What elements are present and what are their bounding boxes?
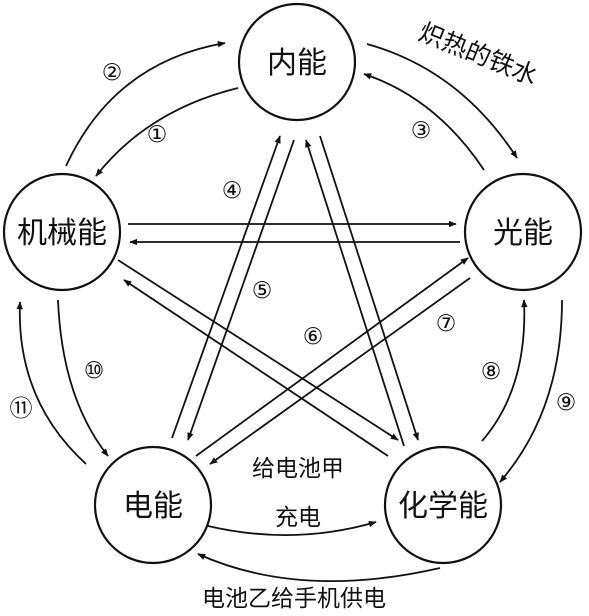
arrow-chemical-to-electric xyxy=(197,553,441,582)
caption-battery-supplies-phone: 电池乙给手机供电 xyxy=(202,586,386,612)
marker-3: ③ xyxy=(411,118,432,144)
marker-10: ⑩ xyxy=(84,358,105,384)
marker-11: ⑪ xyxy=(10,396,33,422)
arrow-light-to-chemical xyxy=(499,299,563,483)
arrow-electric-to-chemical xyxy=(207,520,377,536)
caption-hot-molten-iron: 炽热的铁水 xyxy=(415,17,542,91)
caption-charge-battery-line1: 给电池甲 xyxy=(252,456,344,482)
node-internal-energy: 内能 xyxy=(237,2,357,122)
arrow-mechanical-to-internal xyxy=(65,41,226,167)
arrow-electric-to-internal xyxy=(171,135,281,439)
marker-4: ④ xyxy=(222,178,243,204)
arrow-mechanical-to-electric xyxy=(57,299,109,457)
node-mechanical-energy: 机械能 xyxy=(2,172,122,292)
node-internal-label: 内能 xyxy=(267,46,327,81)
marker-2: ② xyxy=(102,60,123,86)
arrow-light-to-internal xyxy=(363,73,485,171)
arrow-electric-to-light xyxy=(195,257,469,457)
arrow-electric-to-mechanical xyxy=(16,301,87,465)
node-chemical-energy: 化学能 xyxy=(383,445,503,565)
node-electric-energy: 电能 xyxy=(93,445,213,565)
arrow-internal-to-mechanical xyxy=(95,87,239,177)
arrow-chemical-to-internal xyxy=(305,139,405,447)
arrow-chemical-to-light xyxy=(481,299,528,442)
marker-9: ⑨ xyxy=(556,390,577,416)
marker-7: ⑦ xyxy=(436,311,457,337)
marker-6: ⑥ xyxy=(303,324,324,350)
node-mechanical-label: 机械能 xyxy=(17,216,107,251)
arrow-mechanical-to-chemical xyxy=(117,259,399,441)
node-electric-label: 电能 xyxy=(123,489,183,524)
arrow-internal-to-electric xyxy=(187,139,295,441)
node-chemical-label: 化学能 xyxy=(398,489,488,524)
marker-8: ⑧ xyxy=(481,359,502,385)
marker-5: ⑤ xyxy=(252,278,273,304)
node-light-energy: 光能 xyxy=(463,172,583,292)
arrow-chemical-to-mechanical xyxy=(123,279,389,457)
arrow-internal-to-light xyxy=(366,43,518,159)
caption-charge-battery-line2: 充电 xyxy=(275,505,321,531)
arrow-light-to-electric xyxy=(209,277,471,465)
node-light-label: 光能 xyxy=(493,216,553,251)
marker-1: ① xyxy=(147,122,168,148)
arrow-internal-to-chemical xyxy=(319,135,419,441)
